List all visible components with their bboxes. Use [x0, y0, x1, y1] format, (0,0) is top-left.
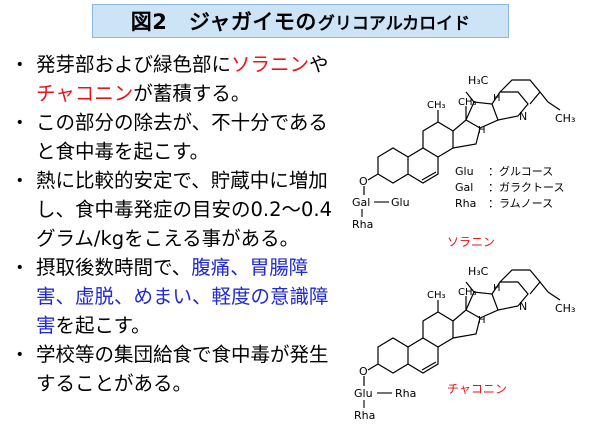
- legend-abbr: Rha: [455, 197, 477, 210]
- bullet-text: この部分の除去が、不十分であると食中毒を起こす。: [36, 111, 328, 163]
- bullet-item: 摂取後数時間で、腹痛、胃腸障害、虚脱、めまい、軽度の意識障害を起こす。: [10, 253, 344, 340]
- sugar-legend: Glu ：グルコース Gal ：ガラクトース Rha ：ラムノース: [455, 164, 564, 212]
- h-label: H: [493, 283, 501, 294]
- gal-label: Gal: [352, 196, 370, 209]
- legend-row: Rha ：ラムノース: [455, 196, 564, 212]
- rha-label: Rha: [354, 409, 375, 422]
- legend-abbr: Glu: [455, 165, 474, 178]
- glu-label: Glu: [354, 387, 373, 400]
- n-label: N: [519, 300, 527, 313]
- bullet-item: 熱に比較的安定で、貯蔵中に増加し、食中毒発症の目安の0.2～0.4グラム/kgを…: [10, 166, 344, 253]
- h3c-label: H₃C: [468, 74, 489, 87]
- legend-desc: ：ラムノース: [488, 197, 554, 210]
- solanine-highlight: ソラニン: [231, 53, 310, 76]
- bullet-text: が蓄積する。: [133, 82, 251, 105]
- legend-desc: ：ガラクトース: [488, 181, 565, 194]
- bullet-text: 熱に比較的安定で、貯蔵中に増加し、食中毒発症の目安の0.2～0.4グラム/kgを…: [36, 169, 333, 250]
- legend-row: Gal ：ガラクトース: [455, 180, 564, 196]
- h-label: H: [493, 93, 501, 104]
- ch3-label: CH₃: [458, 287, 477, 298]
- bullet-text: 摂取後数時間で、: [36, 256, 192, 279]
- chaconine-skeleton-svg: H₃C CH₃ CH₃ H H N CH₃ O Glu Rha Rha: [354, 265, 575, 422]
- solanine-name: ソラニン: [447, 235, 496, 249]
- bullet-item: 学校等の集団給食で食中毒が発生することがある。: [10, 340, 344, 398]
- ch3-label: CH₃: [458, 97, 477, 108]
- ch3-label: CH₃: [555, 302, 575, 315]
- chaconine-name: チャコニン: [447, 382, 507, 396]
- ch3-label: CH₃: [427, 100, 446, 111]
- symptoms-highlight: 腹痛、胃腸障害、虚脱、めまい、軽度の意識障害: [36, 256, 329, 337]
- slide-title-sub: グリコアルカロイド: [317, 13, 471, 34]
- bullet-text: 発芽部および緑色部に: [36, 53, 232, 76]
- o-label: O: [359, 365, 368, 378]
- bullet-text: や: [309, 53, 329, 76]
- h-label: H: [478, 315, 486, 326]
- slide-title-main: 図2 ジャガイモの: [130, 10, 317, 34]
- legend-row: Glu ：グルコース: [455, 164, 564, 180]
- bullet-text: を起こす。: [55, 314, 151, 337]
- bullet-item: 発芽部および緑色部にソラニンやチャコニンが蓄積する。: [10, 50, 344, 108]
- glu-label: Glu: [391, 196, 410, 209]
- ch3-label: CH₃: [427, 290, 446, 301]
- legend-abbr: Gal: [455, 181, 474, 194]
- h3c-label: H₃C: [468, 265, 489, 278]
- slide-title: 図2 ジャガイモのグリコアルカロイド: [92, 4, 509, 38]
- ch3-label: CH₃: [555, 112, 575, 125]
- rha-label: Rha: [352, 218, 373, 231]
- bullet-text: 学校等の集団給食で食中毒が発生することがある。: [36, 343, 329, 395]
- chaconine-highlight: チャコニン: [36, 82, 134, 105]
- n-label: N: [519, 110, 527, 123]
- h-label: H: [478, 125, 486, 136]
- solanine-skeleton-svg: H₃C CH₃ CH₃ H H N CH₃ O Gal Glu Rha: [352, 74, 575, 231]
- bullet-list: 発芽部および緑色部にソラニンやチャコニンが蓄積する。 この部分の除去が、不十分で…: [10, 50, 344, 398]
- rha-label: Rha: [395, 387, 416, 400]
- chaconine-structure: H₃C CH₃ CH₃ H H N CH₃ O Glu Rha Rha: [348, 262, 588, 426]
- bullet-item: この部分の除去が、不十分であると食中毒を起こす。: [10, 108, 344, 166]
- legend-desc: ：グルコース: [488, 165, 554, 178]
- solanine-structure: H₃C CH₃ CH₃ H H N CH₃ O Gal Glu Rha: [348, 62, 588, 236]
- o-label: O: [359, 175, 368, 188]
